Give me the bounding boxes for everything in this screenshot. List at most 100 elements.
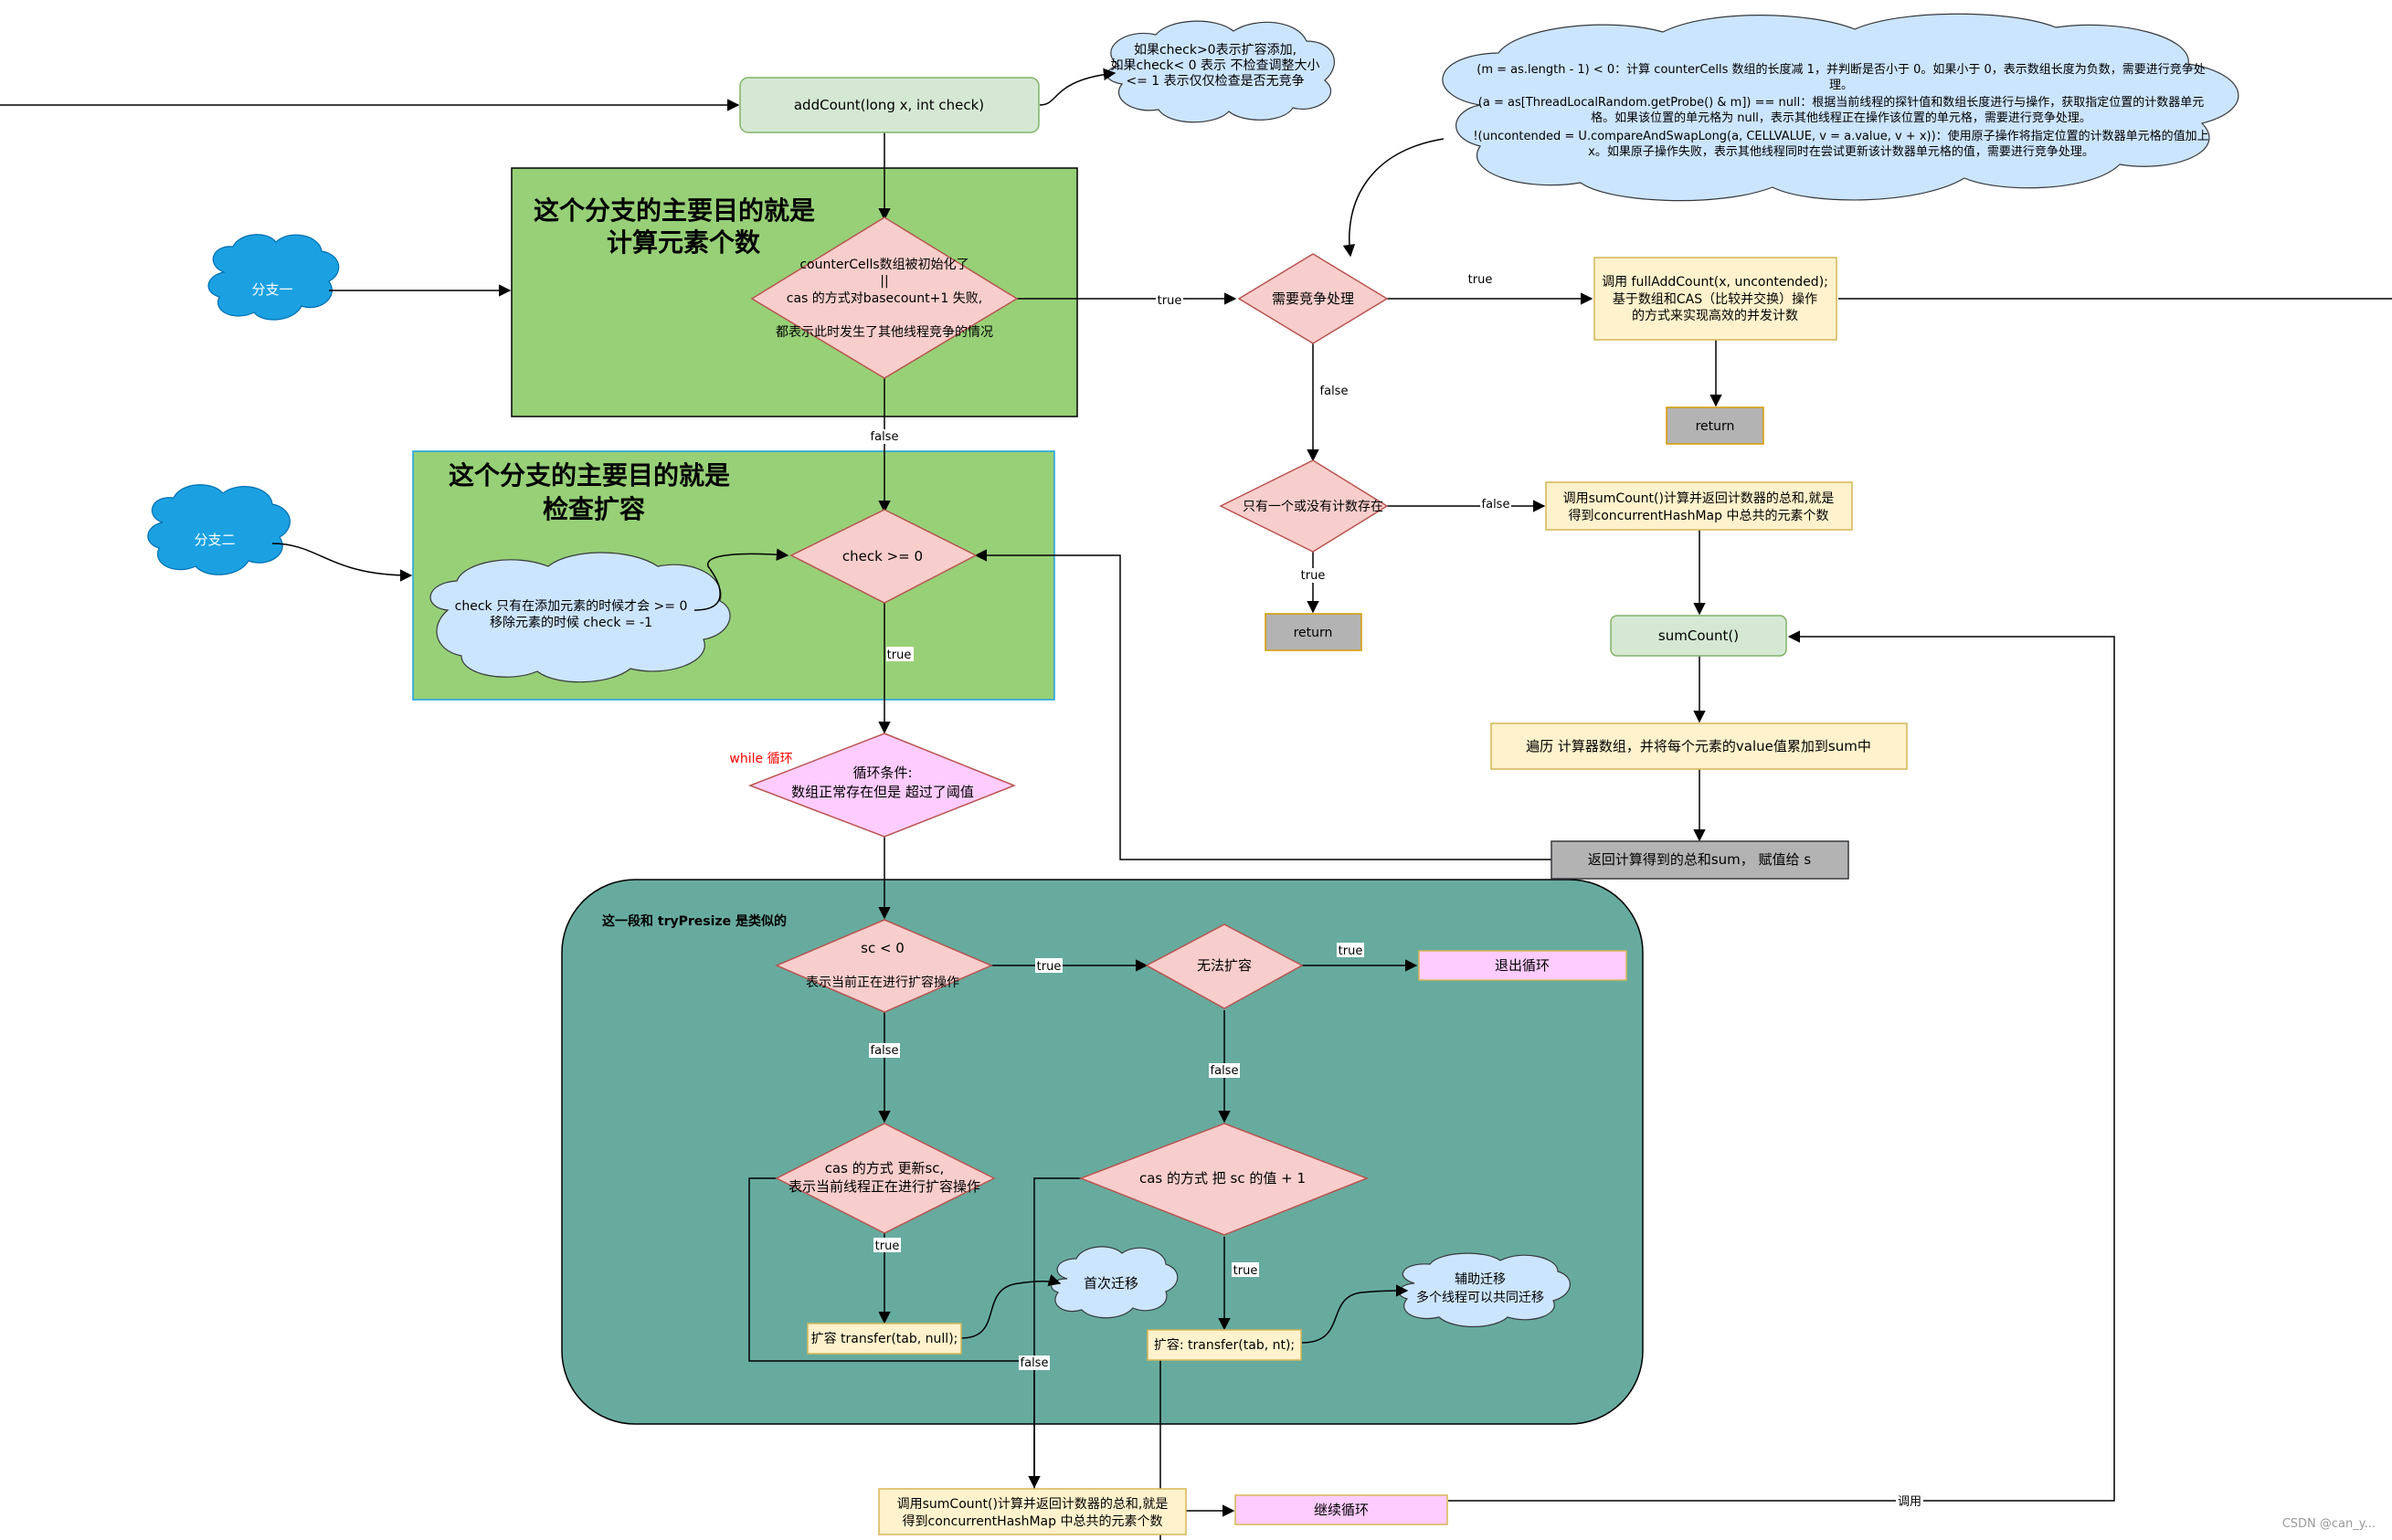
transfer-nt-label: 扩容: transfer(tab, nt); [1154,1337,1295,1353]
m-cloud-line-3: (a = as[ThreadLocalRandom.getProbe() & m… [1478,95,2204,110]
edge-label-true-3: true [1301,569,1326,583]
try-presize-note: 这一段和 tryPresize 是类似的 [602,913,787,929]
check-note-line-2: 移除元素的时候 check = -1 [490,616,652,630]
bottom-sum-line-2: 得到concurrentHashMap 中总共的元素个数 [903,1514,1163,1529]
edge-label-false-4: false [871,1044,899,1058]
sum-count-node [1610,615,1787,657]
check-cloud-line-1: 如果check>0表示扩容添加, [1134,42,1297,58]
check-meaning-cloud [1106,20,1335,123]
cas-plus-label: cas 的方式 把 sc 的值 + 1 [1139,1170,1306,1187]
full-add-line-2: 基于数组和CAS（比较并交换）操作 [1613,291,1817,307]
exit-loop-box [1418,950,1627,981]
counter-diamond-line-4: 都表示此时发生了其他线程竞争的情况 [776,324,993,340]
edge-note-check [693,548,789,611]
exit-loop-label: 退出循环 [1495,957,1550,974]
edge-addcount-cloud [1039,68,1117,106]
contention-diamond [1237,253,1389,344]
check-note-cloud [429,552,731,683]
m-cloud-line-6: x。如果原子操作失败，表示其他线程同时在尝试更新该计数器单元格的值，需要进行竞争… [1588,144,2094,159]
branch-two-title-2: 检查扩容 [543,494,645,524]
addcount-label: addCount(long x, int check) [794,97,984,113]
edge-label-group: true true false false true false true tr… [869,272,1923,1509]
cas-update-line-2: 表示当前线程正在进行扩容操作 [789,1178,980,1195]
edge-casplus-false [1028,1177,1081,1489]
transfer-nt-box [1147,1329,1302,1361]
sc-diamond-line-2: 表示当前正在进行扩容操作 [806,975,959,990]
counter-diamond-line-3: cas 的方式对basecount+1 失败, [787,291,982,306]
return-box-1 [1666,406,1764,445]
assist-migrate-line-1: 辅助迁移 [1455,1272,1506,1287]
edge-returnsum-check [974,549,1551,860]
loop-diamond-line-1: 循环条件: [852,765,912,781]
check-diamond [789,509,978,604]
edge-label-false-5: false [1211,1064,1239,1078]
return-box-2 [1265,613,1362,651]
full-add-line-3: 的方式来实现高效的并发计数 [1632,308,1798,323]
cas-update-line-1: cas 的方式 更新sc, [825,1160,945,1176]
edge-label-true-4: true [887,649,912,662]
edge-label-true-2: true [1468,273,1493,287]
check-cloud-line-3: <= 1 表示仅仅检查是否无竞争 [1126,73,1304,89]
while-loop-label: while 循环 [729,752,792,766]
full-add-line-1: 调用 fullAddCount(x, uncontended); [1602,275,1828,290]
edge-label-false-6: false [1021,1356,1049,1370]
bottom-sum-line-1: 调用sumCount()计算并返回计数器的总和,就是 [897,1497,1169,1512]
edge-label-false-3: false [871,430,899,444]
edge-label-true-6: true [1339,944,1363,958]
traverse-box [1490,723,1908,770]
counter-diamond-line-2: || [880,274,888,289]
branch-one-title-1: 这个分支的主要目的就是 [534,195,815,226]
edge-label-false-2: false [1482,498,1510,512]
cannot-resize-label: 无法扩容 [1197,957,1252,974]
watermark-text: CSDN @can_y... [2282,1517,2376,1531]
traverse-label: 遍历 计算器数组，并将每个元素的value值累加到sum中 [1526,738,1871,754]
return-sum-label: 返回计算得到的总和sum， 赋值给 s [1588,851,1811,868]
cas-plus-diamond [1078,1123,1370,1236]
m-cloud-line-2: 理。 [1829,79,1853,92]
edge-label-true-8: true [1233,1264,1258,1278]
only-one-diamond [1219,459,1389,553]
continue-loop-label: 继续循环 [1314,1502,1369,1518]
edge-transfer-assistcloud [1301,1284,1409,1344]
contention-label: 需要竞争处理 [1272,290,1354,307]
edge-branch2-panel [271,543,413,582]
m-cloud-line-4: 格。如果该位置的单元格为 null，表示其他线程正在操作该位置的单元格，需要进行… [1591,111,2091,125]
branch-two-label: 分支二 [194,532,235,548]
cas-update-diamond [775,1123,996,1234]
return-label-1: return [1696,419,1735,434]
branch-two-cloud [147,484,291,575]
addcount-node [739,77,1040,133]
counter-diamond-line-1: counterCells数组被初始化了 [799,257,968,272]
sum-call-line-1: 调用sumCount()计算并返回计数器的总和,就是 [1563,491,1835,506]
sum-count-label: sumCount() [1658,628,1739,644]
first-migrate-cloud [1051,1246,1179,1319]
edge-label-true-1: true [1158,294,1182,308]
contention-conditions-cloud [1442,13,2239,202]
full-add-count-box [1593,257,1837,341]
bottom-sum-box [878,1488,1187,1535]
edge-label-true-7: true [875,1239,900,1253]
loop-condition-diamond [747,733,1017,838]
resize-loop-panel [561,879,1644,1425]
sum-call-line-2: 得到concurrentHashMap 中总共的元素个数 [1569,508,1829,523]
edge-transfer-firstcloud [960,1274,1062,1339]
branch-two-title-1: 这个分支的主要目的就是 [449,460,730,490]
edge-label-call: 调用 [1898,1495,1921,1509]
assist-migrate-line-2: 多个线程可以共同迁移 [1416,1290,1544,1305]
check-diamond-label: check >= 0 [842,548,923,564]
return-sum-box [1551,840,1849,880]
return-label-2: return [1294,626,1333,640]
branch-one-label: 分支一 [251,281,292,298]
edge-label-true-5: true [1037,960,1062,974]
check-cloud-line-2: 如果check< 0 表示 不检查调整大小 [1111,58,1320,73]
loop-diamond-line-2: 数组正常存在但是 超过了阈值 [791,784,974,800]
first-migrate-label: 首次迁移 [1084,1275,1138,1292]
branch-one-cloud [207,234,340,321]
m-cloud-line-5: !(uncontended = U.compareAndSwapLong(a, … [1473,129,2208,143]
edge-label-false-1: false [1320,385,1349,398]
check-note-line-1: check 只有在添加元素的时候才会 >= 0 [455,599,688,614]
sc-diamond-line-1: sc < 0 [861,940,905,956]
transfer-null-box [807,1323,962,1355]
continue-loop-box [1234,1494,1448,1525]
